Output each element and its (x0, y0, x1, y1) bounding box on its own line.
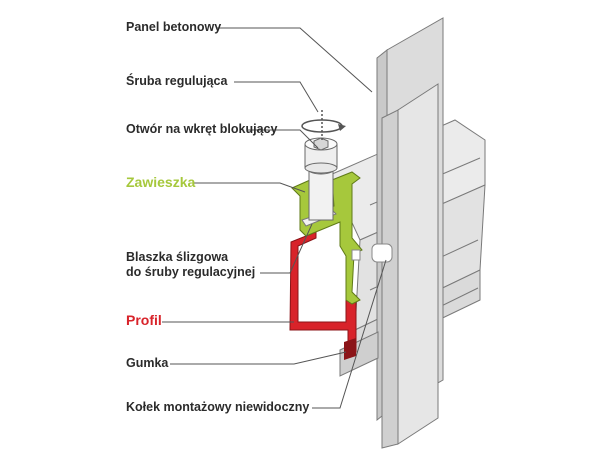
label-pin: Kołek montażowy niewidoczny (126, 400, 310, 414)
concrete-panel-front (381, 83, 439, 449)
leader-panel (217, 27, 373, 93)
label-rubber: Gumka (126, 356, 169, 370)
leader-hanger (192, 182, 306, 193)
leader-plate (260, 223, 313, 274)
rotation-arrow-icon (301, 110, 346, 140)
leader-pin (312, 259, 387, 409)
leader-lines (162, 27, 387, 409)
blocking-screw-hole (371, 243, 393, 263)
leader-screw (234, 81, 319, 113)
label-profile: Profil (126, 312, 162, 328)
label-panel: Panel betonowy (126, 20, 222, 34)
label-plate-line2: do śruby regulacyjnej (126, 265, 256, 279)
leader-rubber (170, 351, 347, 365)
rubber-gasket (339, 331, 379, 377)
label-hanger: Zawieszka (126, 174, 196, 190)
adjusting-screw (304, 137, 338, 221)
leader-hole (248, 129, 319, 149)
label-plate-line1: Blaszka ślizgowa (126, 250, 229, 264)
label-hole: Otwór na wkręt blokujący (126, 122, 278, 136)
mounting-pin (351, 249, 361, 261)
label-screw: Śruba regulująca (126, 74, 228, 88)
